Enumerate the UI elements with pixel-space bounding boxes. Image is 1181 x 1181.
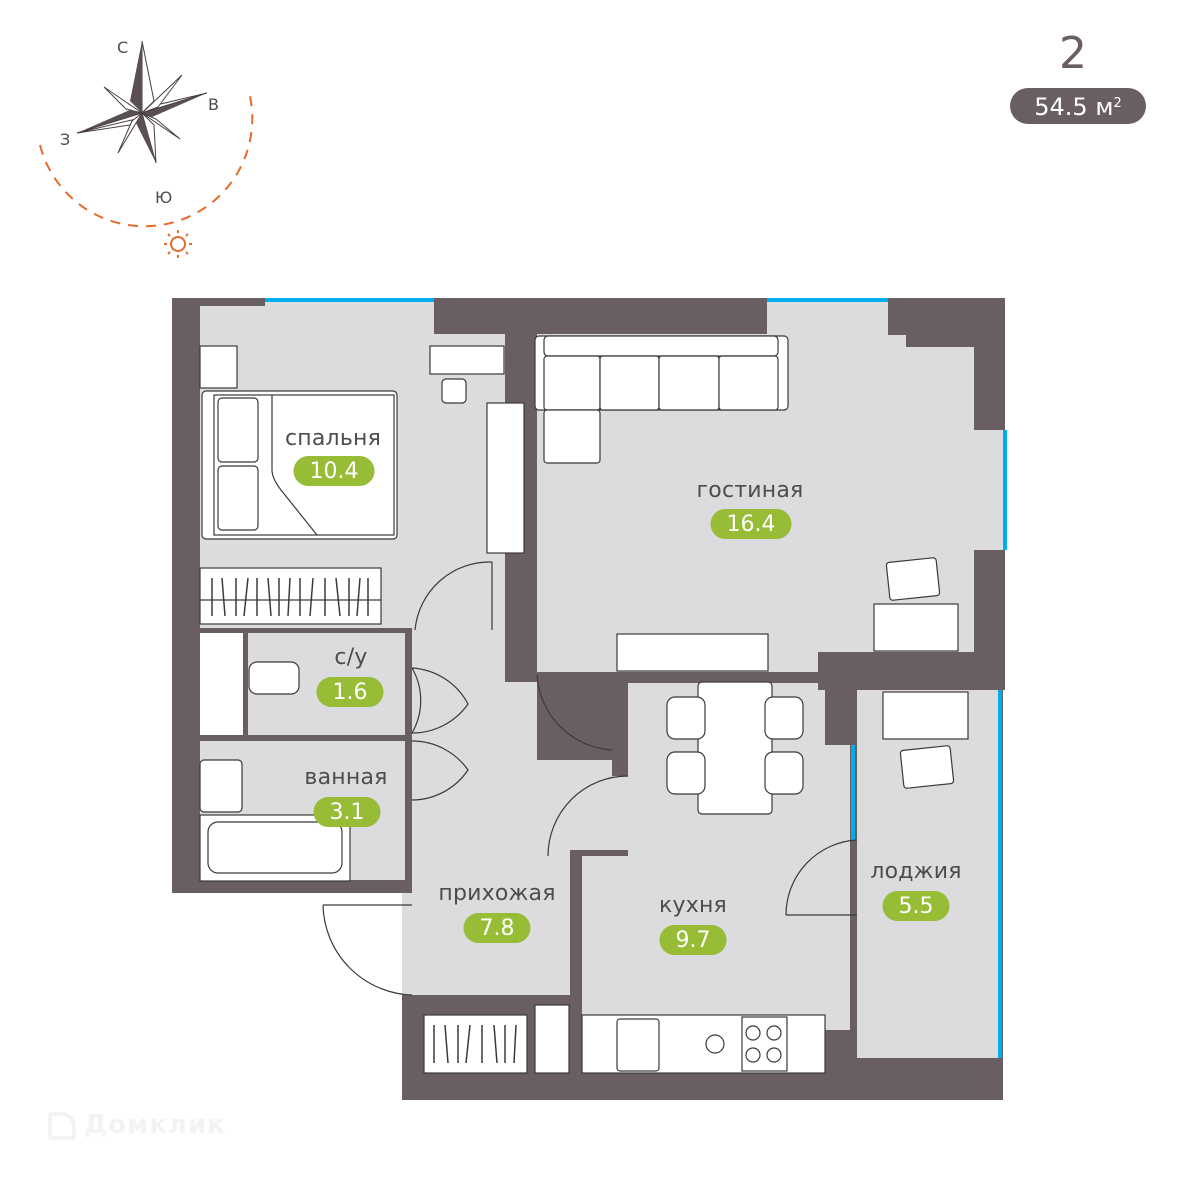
doors: [322, 561, 858, 996]
sun-path-arc: [39, 91, 254, 228]
compass-east-label: В: [208, 95, 219, 114]
room-label: с/у: [334, 645, 368, 670]
room-label: спальня: [284, 426, 382, 451]
area-badge: 7.8: [463, 913, 531, 943]
total-area-value: 54.5 м: [1034, 93, 1114, 121]
watermark-text: Домклик: [84, 1110, 226, 1140]
room-label: гостиная: [696, 478, 804, 503]
room-label: прихожая: [438, 881, 556, 906]
area-badge: 9.7: [659, 925, 727, 955]
area-badge: 10.4: [293, 456, 375, 486]
room-label: ванная: [304, 765, 388, 790]
area-badge: 1.6: [316, 677, 384, 707]
area-badge: 5.5: [882, 891, 950, 921]
room-count: 2: [1059, 28, 1087, 79]
furniture: [199, 335, 969, 1074]
compass-south-label: Ю: [155, 188, 173, 207]
total-area-unit: 2: [1113, 96, 1122, 111]
total-area-badge: 54.5 м2: [1010, 88, 1146, 124]
sun-icon: [164, 230, 192, 258]
watermark: Домклик: [48, 1110, 226, 1140]
room-label: кухня: [659, 893, 727, 918]
area-badge: 16.4: [710, 509, 792, 539]
compass-rose-icon: [76, 40, 208, 164]
domclick-logo-icon: [48, 1111, 76, 1140]
windows: [265, 298, 1007, 1058]
wardrobe-hangers: [211, 577, 517, 1064]
area-badge: 3.1: [313, 797, 381, 827]
interior-walls: [172, 334, 1004, 1030]
floors: [200, 298, 1003, 1058]
room-label: лоджия: [870, 859, 962, 884]
compass-north-label: С: [117, 38, 129, 57]
compass-west-label: З: [60, 130, 71, 149]
